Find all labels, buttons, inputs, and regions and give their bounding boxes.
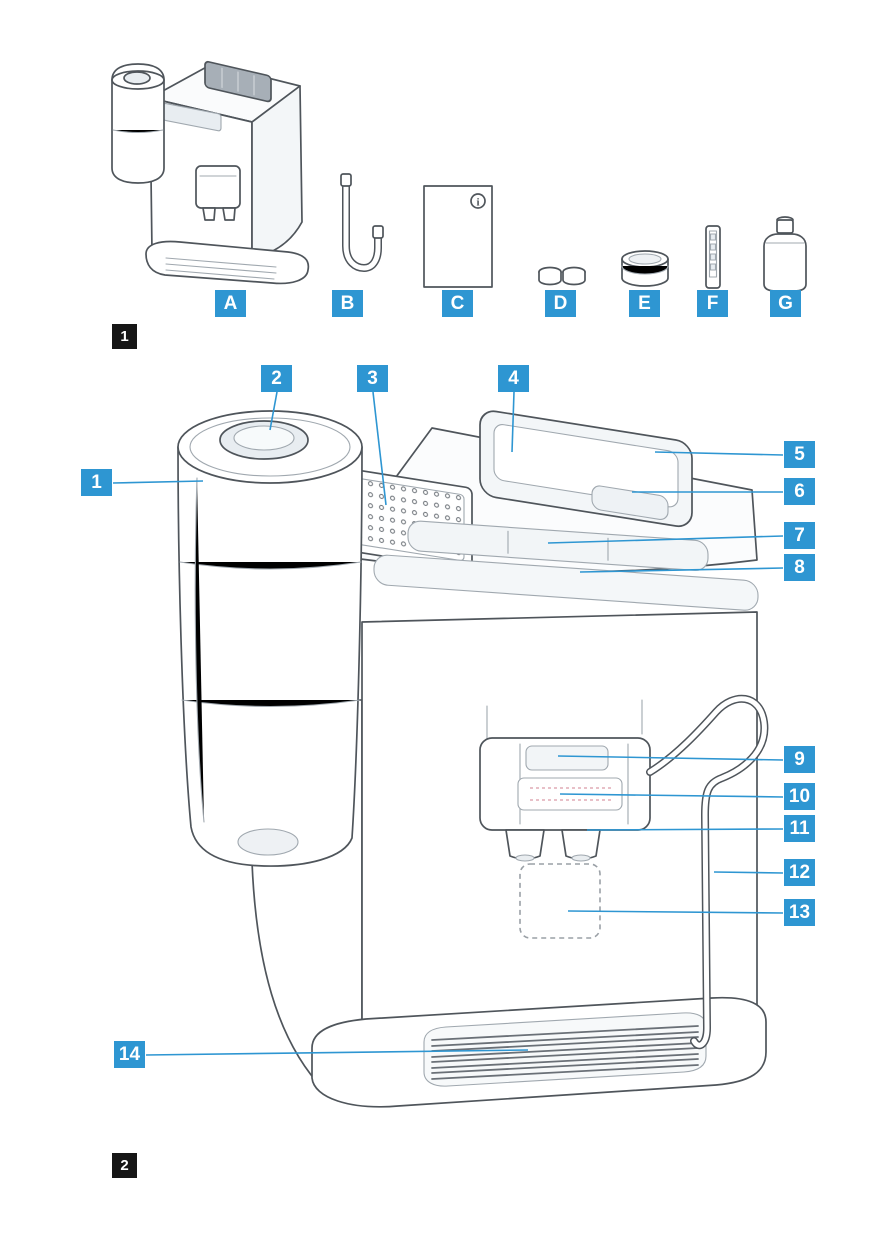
callout-label-14: 14 [114,1041,145,1068]
milk-path-dashes [530,787,612,801]
water-tank [177,410,363,867]
callout-label-G: G [770,290,801,317]
leader-line-14 [145,1049,529,1056]
callout-label-E: E [629,290,660,317]
info-icon [470,193,486,209]
callout-label-8: 8 [784,554,815,581]
callout-label-11: 11 [784,815,815,842]
callout-label-10: 10 [784,783,815,810]
leader-line-11 [586,828,784,831]
leader-line-4 [511,391,515,453]
bean-container-lid [479,410,693,528]
control-panel-strip [373,554,759,611]
callout-label-1: 1 [81,469,112,496]
callout-label-13: 13 [784,899,815,926]
figure2-number-badge: 2 [112,1153,137,1178]
leader-line-9 [557,755,784,761]
svg-text:i: i [476,197,479,209]
leader-line-10 [559,793,784,798]
leader-line-13 [567,910,784,914]
leader-line-12 [713,871,784,874]
espresso-machine-small [111,60,310,285]
callout-label-12: 12 [784,859,815,886]
callout-label-5: 5 [784,441,815,468]
leader-line-7 [547,535,784,544]
callout-label-3: 3 [357,365,388,392]
leader-lines [112,391,784,1056]
drip-tray [311,996,767,1108]
figure1-drawing: i [111,60,807,292]
leader-line-8 [579,567,784,573]
callout-label-6: 6 [784,478,815,505]
callout-label-A: A [215,290,246,317]
display-strip [407,520,709,571]
leader-line-3 [372,391,387,506]
callout-label-C: C [442,290,473,317]
test-strip-accessory [705,225,721,289]
leader-line-2 [269,391,278,431]
callout-label-2: 2 [261,365,292,392]
instruction-booklet: i [423,185,493,288]
callout-label-7: 7 [784,522,815,549]
callout-label-4: 4 [498,365,529,392]
milk-container-accessory [763,216,807,292]
callout-label-B: B [332,290,363,317]
beverage-outlet [479,737,651,862]
callout-label-9: 9 [784,746,815,773]
leader-line-1 [112,480,204,484]
container-accessory [621,250,669,287]
callout-label-F: F [697,290,728,317]
milk-tube [646,694,769,1050]
figure1-number-badge: 1 [112,324,137,349]
leader-line-5 [654,451,784,456]
milk-tube-accessory [340,173,384,273]
callout-label-D: D [545,290,576,317]
type-plate-area [519,863,601,939]
tablets-accessory [538,266,586,286]
figure2-drawing [177,410,769,1108]
